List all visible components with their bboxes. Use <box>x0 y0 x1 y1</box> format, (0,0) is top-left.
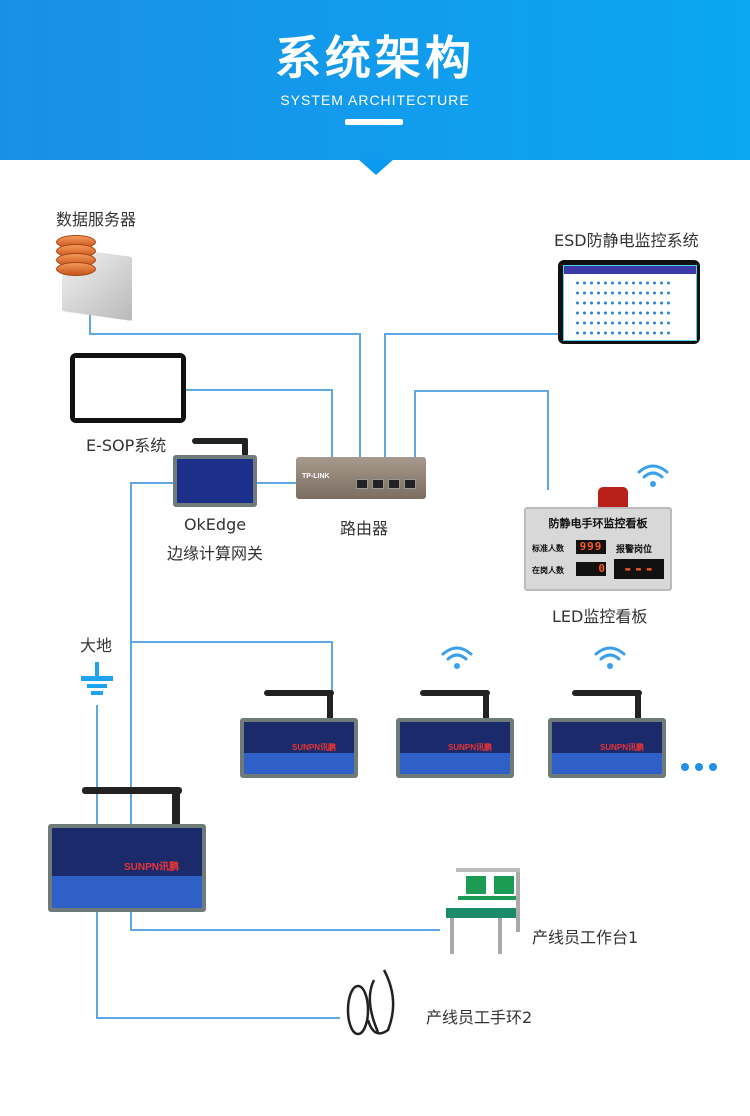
document-tablet-icon <box>70 353 186 423</box>
line-esop-router <box>183 389 333 458</box>
page-title: 系统架构 <box>275 31 475 85</box>
line-ground <box>96 705 340 1019</box>
led-row-value-standard: 999 <box>576 540 606 554</box>
led-board: 防静电手环监控看板 标准人数 999 在岗人数 0 报警岗位 --- <box>524 507 672 591</box>
led-row-label-onduty: 在岗人数 <box>532 566 564 575</box>
alarm-siren-icon <box>598 487 628 507</box>
page-subtitle: SYSTEM ARCHITECTURE <box>280 92 470 108</box>
line-server-router <box>89 312 361 458</box>
led-row-value-onduty: 0 <box>576 562 606 576</box>
ellipsis-icon <box>681 756 723 775</box>
wifi-icon <box>441 646 473 669</box>
wifi-icon <box>594 646 626 669</box>
esop-system-label: E-SOP系统 <box>86 436 167 455</box>
header-pointer <box>358 159 394 175</box>
header-banner: 系统架构 SYSTEM ARCHITECTURE <box>0 0 750 160</box>
line-gateway-left <box>130 482 440 931</box>
ground-label: 大地 <box>80 636 113 655</box>
wrist-strap-label: 产线员工手环2 <box>426 1008 533 1027</box>
gateway-label-line2: 边缘计算网关 <box>166 544 263 563</box>
led-alarm-label: 报警岗位 <box>616 545 653 555</box>
wrist-strap-icon <box>346 969 395 1036</box>
ground-icon <box>81 662 113 695</box>
line-led-router <box>414 390 549 490</box>
router-label: 路由器 <box>340 519 389 538</box>
wifi-icon <box>637 464 669 487</box>
monitor-tablet-icon <box>558 260 700 344</box>
line-bus-devices <box>131 641 333 700</box>
led-board-title: 防静电手环监控看板 <box>548 517 648 530</box>
data-server-label: 数据服务器 <box>56 210 137 229</box>
title-underline <box>345 119 403 125</box>
router-icon: TP-LINK <box>296 457 426 499</box>
led-alarm-value: --- <box>614 559 664 579</box>
line-esd-router <box>384 333 560 458</box>
workbench-label: 产线员工作台1 <box>532 928 639 947</box>
gateway-label-line1: OkEdge <box>183 515 247 534</box>
esd-system-label: ESD防静电监控系统 <box>554 231 699 250</box>
led-row-label-standard: 标准人数 <box>532 544 564 553</box>
led-board-label: LED监控看板 <box>552 607 648 626</box>
router-brand: TP-LINK <box>302 473 330 480</box>
